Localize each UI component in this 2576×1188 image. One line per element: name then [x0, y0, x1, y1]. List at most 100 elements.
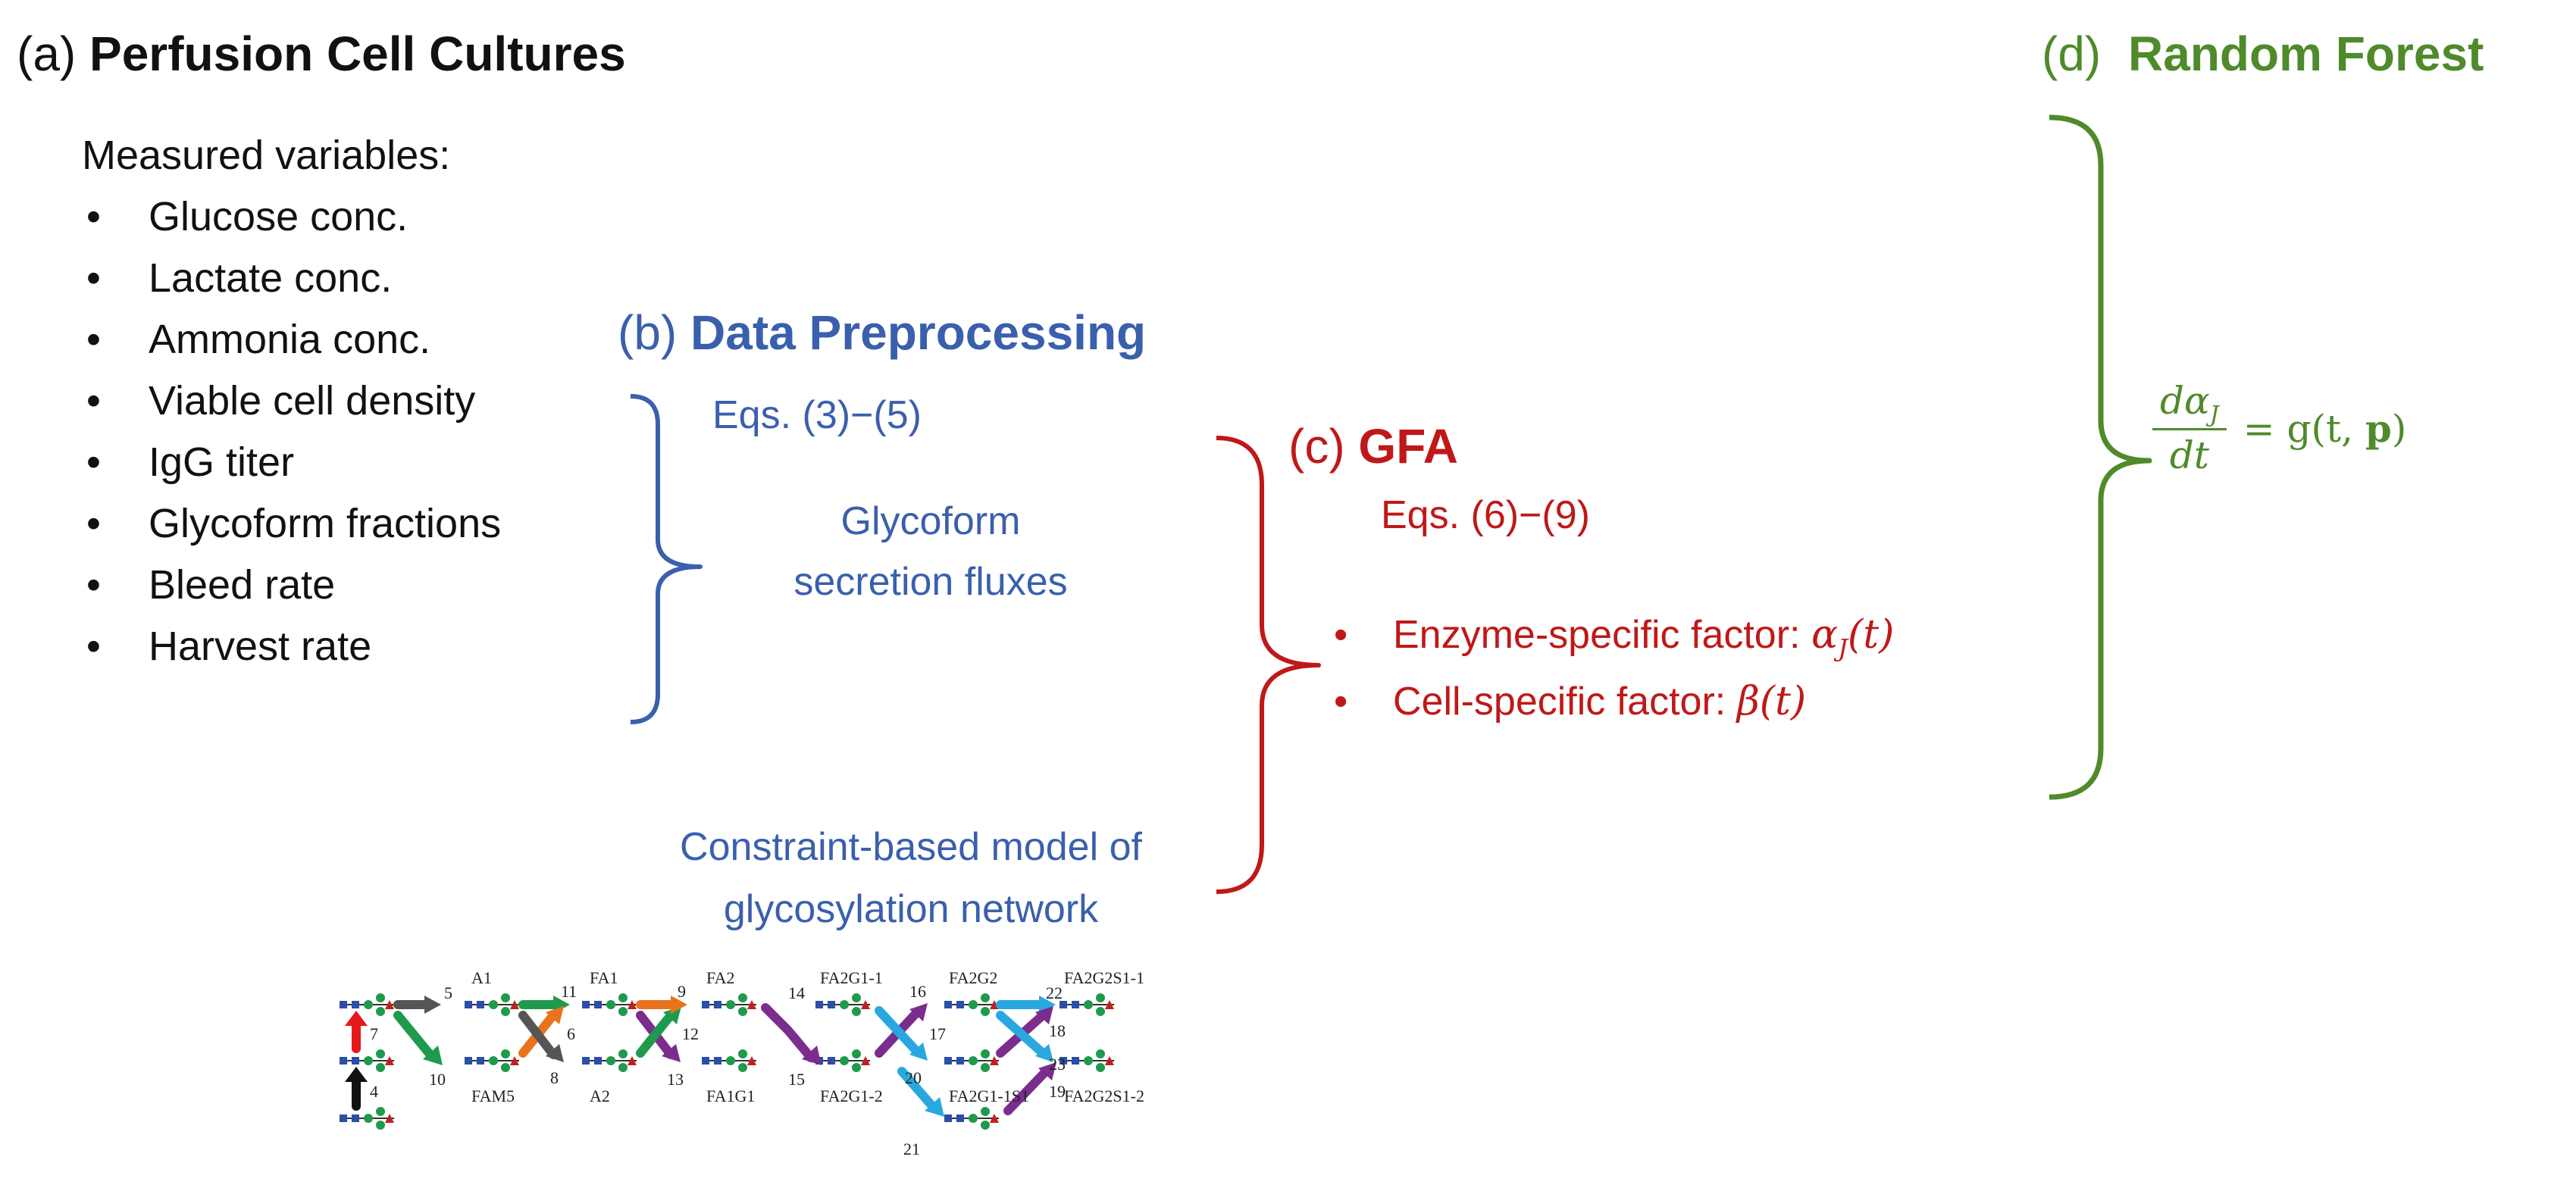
arrowhead	[546, 1044, 564, 1062]
arrowhead	[345, 1011, 368, 1026]
panel-d-title: Random Forest	[2128, 27, 2484, 81]
measured-variables-list: Glucose conc. Lactate conc. Ammonia conc…	[82, 186, 501, 677]
cell-factor-label: Cell-specific factor:	[1393, 680, 1737, 724]
glycoform-name: FA2G2S1-1	[1064, 968, 1144, 987]
reaction-number: 23	[1049, 1055, 1066, 1074]
glycoform-name: FA2G1-1S1	[949, 1086, 1029, 1105]
reaction-number: 19	[1049, 1082, 1066, 1101]
reaction-arrow	[996, 1011, 1047, 1058]
equation-rhs: = g(t, p)	[2243, 405, 2407, 451]
panel-c-eqs: Eqs. (6)−(9)	[1381, 493, 1590, 537]
panel-a-title: Perfusion Cell Cultures	[89, 27, 626, 81]
reaction-number: 5	[444, 983, 452, 1002]
reaction-arrow	[897, 1067, 938, 1112]
arrowhead	[553, 996, 570, 1014]
cell-factor-item: • Cell-specific factor: β(t)	[1334, 679, 1806, 724]
list-item: Lactate conc.	[82, 248, 501, 309]
bullet-mark: •	[1334, 680, 1348, 724]
reaction-number: 4	[370, 1082, 378, 1101]
reaction-number: 21	[903, 1140, 920, 1158]
cell-factor-arg: (t)	[1759, 679, 1807, 724]
glycan-structure	[944, 1049, 1000, 1073]
glycan-structure	[701, 993, 757, 1017]
reaction-number: 17	[929, 1024, 946, 1043]
panel-c-title: GFA	[1358, 419, 1458, 474]
reaction-arrow	[761, 1003, 815, 1062]
rhs-suffix: )	[2391, 406, 2407, 451]
bracket-d	[2049, 114, 2152, 800]
reaction-number: 10	[429, 1070, 446, 1089]
panel-d-header: (d) Random Forest	[2042, 26, 2484, 82]
enzyme-factor-arg: (t)	[1847, 612, 1895, 658]
reaction-arrow	[393, 1011, 437, 1061]
list-item: Ammonia conc.	[82, 309, 501, 370]
panel-c-header: (c) GFA	[1288, 418, 1458, 474]
glycan-structure	[339, 993, 395, 1017]
arrowhead	[663, 1006, 681, 1024]
glycan-structure	[1059, 993, 1115, 1017]
glycan-structure	[581, 993, 637, 1017]
reaction-arrow	[636, 1011, 675, 1058]
reaction-arrow	[996, 1011, 1047, 1058]
alpha-subscript: J	[1838, 633, 1848, 663]
glycoform-names: A1 FA1 FA2 FA2G1-1 FA2G2 FA2G2S1-1 FAM5 …	[471, 968, 1144, 1105]
list-item: Glycoform fractions	[82, 493, 501, 555]
glycoform-name: A1	[471, 968, 492, 987]
arrowhead	[909, 1043, 928, 1061]
glycoform-name: FA1G1	[706, 1086, 755, 1105]
rate-equation: dαJ dt = g(t, p)	[2152, 379, 2406, 477]
glycoform-name: A2	[590, 1086, 610, 1105]
panel-a-header: (a) Perfusion Cell Cultures	[17, 26, 626, 82]
glycoform-name: FA1	[590, 968, 618, 987]
bullet-mark: •	[1334, 613, 1348, 657]
alpha-symbol: α	[1811, 612, 1839, 658]
reaction-number: 22	[1046, 983, 1063, 1002]
reaction-arrows	[345, 996, 1056, 1117]
list-item: Bleed rate	[82, 555, 501, 616]
arrowhead	[662, 1044, 681, 1062]
glycan-structure	[701, 1049, 757, 1073]
panel-b-eqs: Eqs. (3)−(5)	[712, 393, 922, 437]
glycan-structure	[339, 1106, 395, 1130]
reaction-number: 8	[550, 1068, 559, 1087]
panel-b-title: Data Preprocessing	[690, 305, 1147, 360]
bracket-b	[630, 394, 703, 724]
reaction-number: 11	[561, 982, 577, 1001]
glycan-structure	[1059, 1049, 1115, 1073]
glycan-structure	[944, 1106, 1000, 1130]
glycan-structure	[815, 993, 871, 1017]
fraction: dαJ dt	[2152, 379, 2227, 477]
reaction-number: 7	[370, 1024, 378, 1043]
enzyme-factor-item: •Enzyme-specific factor: αJ(t)	[1334, 612, 1894, 662]
glycoform-fluxes-line2: secretion fluxes	[793, 560, 1068, 604]
glycan-structure	[464, 1049, 520, 1073]
glycoform-name: FA2G2	[949, 968, 997, 987]
panel-a-tag: (a)	[17, 27, 77, 81]
glycan-structure	[464, 993, 520, 1017]
reaction-number: 9	[678, 982, 686, 1001]
arrowhead	[909, 1003, 928, 1021]
reaction-number: 14	[788, 983, 805, 1002]
panel-d-tag: (d)	[2042, 27, 2102, 81]
rhs-bold: p	[2365, 405, 2392, 451]
reaction-numbers: 5 7 4 10 11 6 8 9 12 13 14 15 16 17 20 2…	[370, 982, 1066, 1158]
rhs-prefix: = g(t,	[2243, 406, 2365, 451]
arrowhead	[671, 996, 687, 1014]
glycan-structure	[339, 1049, 395, 1073]
beta-symbol: β	[1736, 679, 1760, 724]
reaction-number: 18	[1049, 1021, 1066, 1040]
reaction-arrow	[636, 1011, 675, 1059]
glycoform-name: FAM5	[471, 1086, 515, 1105]
reaction-number: 20	[905, 1068, 922, 1087]
measured-variables-block: Measured variables: Glucose conc. Lactat…	[82, 125, 501, 677]
panel-b-tag: (b)	[618, 305, 678, 360]
measured-variables-label: Measured variables:	[82, 133, 451, 178]
reaction-arrow	[518, 1011, 558, 1059]
list-item: Glucose conc.	[82, 186, 501, 248]
glycan-structure	[944, 993, 1000, 1017]
glycan-structure	[815, 1049, 871, 1073]
constraint-model-line1: Constraint-based model of	[680, 825, 1142, 869]
reaction-arrow	[875, 1006, 922, 1056]
arrowhead	[1039, 996, 1056, 1014]
bracket-c	[1216, 436, 1321, 894]
